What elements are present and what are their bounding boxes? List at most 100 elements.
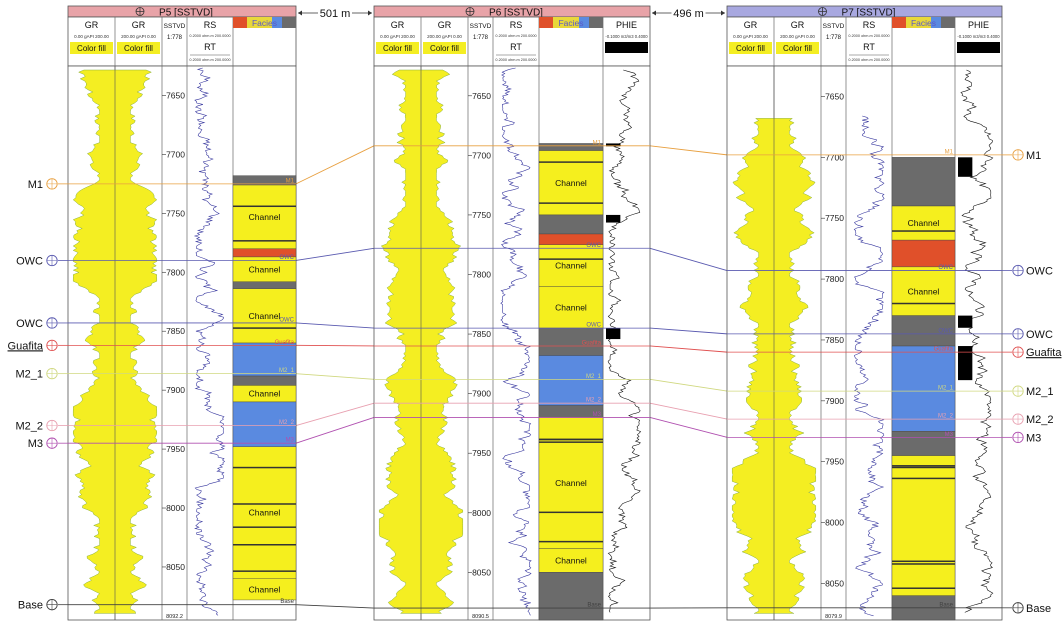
right-marker-6: M3 [1002, 431, 1041, 444]
marker-label: M1 [593, 140, 602, 146]
correlation-line [649, 247, 728, 271]
well-symbol-cross-icon [136, 7, 144, 16]
rs-track-scale: 0.2000 ohm.m 200.0000 [848, 34, 889, 38]
depth-label: 7850 [825, 335, 844, 345]
facies-streak [892, 302, 955, 305]
rs-track-scale: 0.2000 ohm.m 200.0000 [189, 34, 230, 38]
facies-label: Channel [249, 389, 281, 399]
distance-label: 501 m [320, 8, 351, 20]
depth-label: 7750 [825, 213, 844, 223]
phie-pay-fill [958, 315, 973, 328]
depth-track-scale: 1:778 [167, 35, 183, 41]
left-marker-7: Base [18, 599, 68, 612]
right-marker-2: OWC [1002, 328, 1053, 341]
depth-label: 7900 [472, 389, 491, 399]
facies-streak [233, 240, 296, 242]
facies-streak [539, 540, 603, 543]
well-top-cross-icon [46, 437, 58, 449]
facies-block-sand [538, 286, 604, 329]
facies-streak [892, 465, 955, 467]
marker-label: Guafita [275, 340, 295, 346]
well-top-cross-icon [46, 368, 58, 379]
depth-label: 7700 [825, 152, 844, 162]
depth-label: 7950 [472, 448, 491, 458]
facies-label: Channel [249, 584, 281, 594]
phie-track-name: PHIE [616, 20, 637, 30]
facies-streak [892, 477, 955, 480]
marker-label: M2_1 [938, 386, 954, 392]
facies-swatch-sand [906, 17, 941, 28]
gr-fill-swatch [117, 42, 160, 54]
well-title: P5 [SSTVD] [159, 8, 213, 19]
gr-track-scale: 200.00 gAPI 0.00 [780, 34, 815, 39]
well-top-cross-icon [46, 317, 58, 329]
right-marker-0: M1 [1002, 149, 1041, 162]
depth-label: 7850 [166, 326, 185, 336]
depth-bottom-label: 8079.9 [825, 614, 842, 620]
facies-label: Channel [908, 286, 940, 296]
facies-block-sand [232, 446, 297, 579]
phie-pay-fill [606, 214, 621, 223]
gr-track-name: GR [85, 20, 99, 30]
correlation-line [295, 322, 375, 329]
right-marker-label: M1 [1026, 150, 1041, 162]
depth-label: 8000 [166, 503, 185, 513]
facies-block-shale [891, 431, 956, 456]
facies-label: Channel [249, 264, 281, 274]
facies-block-shale [538, 327, 604, 356]
marker-label: M3 [593, 412, 602, 418]
marker-label: M3 [286, 438, 295, 444]
depth-label: 7650 [825, 91, 844, 101]
phie-pay-fill [958, 346, 973, 381]
left-marker-label: M3 [28, 438, 43, 450]
facies-block-sand [891, 455, 956, 596]
phie-curve [960, 69, 994, 613]
arrowhead-icon [298, 10, 302, 16]
marker-label: M2_1 [586, 374, 602, 380]
depth-label: 7900 [825, 396, 844, 406]
left-marker-label: M1 [28, 179, 43, 191]
facies-block-sand [232, 578, 297, 601]
left-marker-4: M2_1 [15, 367, 68, 381]
depth-label: 8000 [825, 518, 844, 528]
depth-track-name: SSTVD [823, 23, 845, 30]
facies-block-carbonate [232, 401, 297, 447]
facies-streak [233, 526, 296, 528]
correlation-line [649, 417, 728, 438]
facies-label: Channel [555, 478, 587, 488]
rs-track-name: RS [204, 20, 217, 30]
gr-fill-label: Color fill [430, 44, 459, 53]
facies-label: Channel [555, 178, 587, 188]
facies-block-carbonate [232, 342, 297, 377]
well-top-cross-icon [1012, 432, 1024, 443]
facies-label: Channel [555, 302, 587, 312]
gr-fill-swatch [70, 42, 113, 54]
right-marker-label: M2_1 [1026, 386, 1054, 398]
gr-fill-swatch [376, 42, 419, 54]
depth-track-name: SSTVD [470, 23, 492, 30]
left-marker-0: M1 [28, 178, 68, 191]
facies-streak [233, 503, 296, 505]
rt-track-scale: 0.2000 ohm.m 200.0000 [848, 58, 889, 62]
rt-track-scale: 0.2000 ohm.m 200.0000 [189, 58, 230, 62]
facies-streak [233, 466, 296, 469]
left-marker-label: M2_1 [15, 369, 43, 381]
phie-curve [607, 69, 642, 613]
facies-block-sand [232, 256, 297, 282]
right-marker-label: Guafita [1026, 347, 1062, 359]
facies-streak [233, 327, 296, 329]
gr-track-scale: 0.00 gAPI 200.00 [733, 34, 768, 39]
facies-label: Channel [555, 555, 587, 565]
depth-label: 7850 [472, 329, 491, 339]
correlation-line [649, 145, 728, 156]
facies-block-shale [538, 572, 604, 621]
facies-swatch-carbonate [272, 17, 282, 28]
left-marker-5: M2_2 [15, 419, 68, 433]
left-marker-label: OWC [16, 318, 43, 330]
facies-swatch-carbonate [579, 17, 589, 28]
depth-label: 8000 [472, 508, 491, 518]
well-top-cross-icon [1012, 265, 1024, 276]
marker-label: OWC [279, 255, 294, 261]
